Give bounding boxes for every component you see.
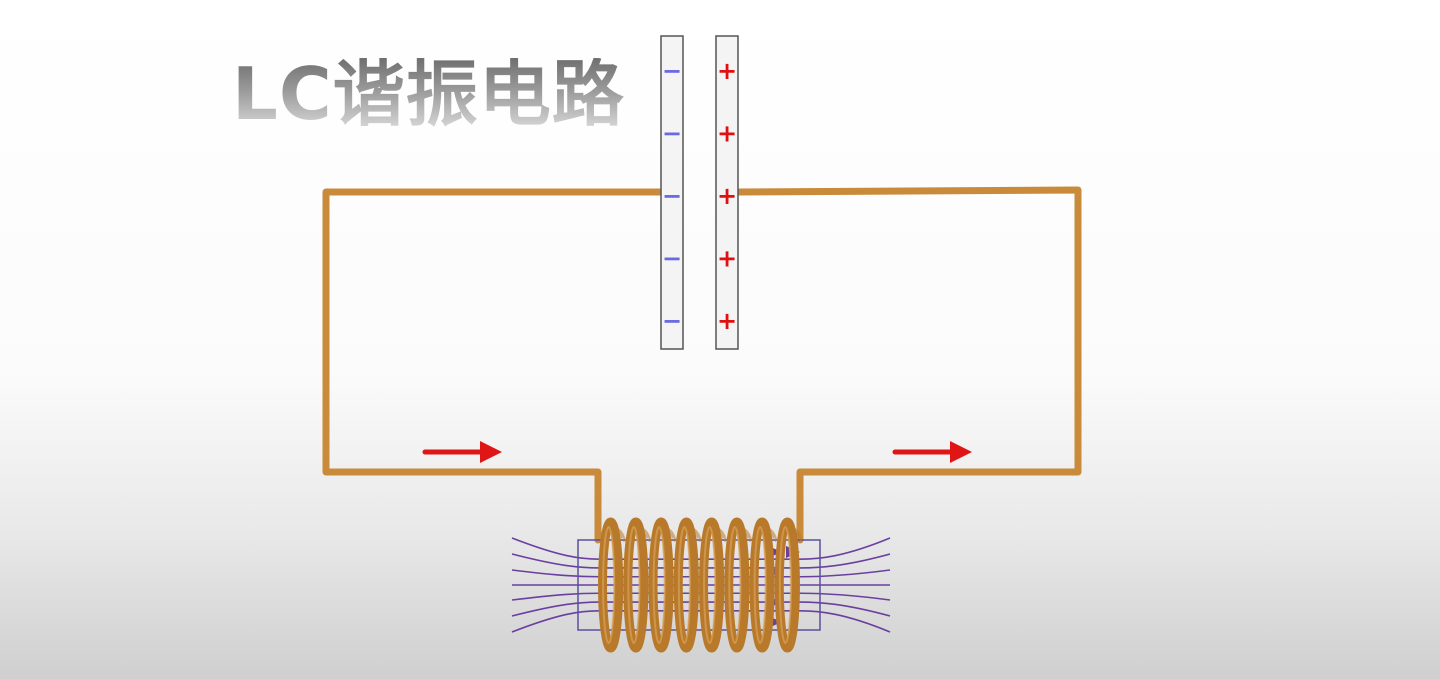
negative-charge: − (662, 120, 682, 148)
positive-charge: + (717, 245, 737, 273)
negative-charge: − (662, 57, 682, 85)
current-arrows (422, 441, 972, 463)
coil-turn-highlight (753, 526, 767, 644)
current-arrow-icon (892, 441, 972, 463)
coil-turn-highlight (703, 526, 717, 644)
negative-charge: − (662, 182, 682, 210)
coil-turn-highlight (652, 526, 666, 644)
coil-turn-highlight (602, 526, 616, 644)
capacitor-plate-positive (715, 35, 739, 350)
positive-charge: + (717, 307, 737, 335)
inductor-coil (598, 517, 800, 653)
coil-turn-highlight (627, 526, 641, 644)
coil-turn-highlight (728, 526, 742, 644)
positive-charge: + (717, 120, 737, 148)
diagram-title: LC谐振电路 (232, 52, 625, 136)
positive-charge: + (717, 57, 737, 85)
positive-charges: + + + + + (717, 57, 737, 335)
circuit-wire (322, 186, 1082, 544)
coil-turn-highlight (778, 526, 792, 644)
current-arrow-icon (422, 441, 502, 463)
negative-charges: − − − − − (662, 57, 682, 335)
capacitor-plate-negative (660, 35, 684, 350)
positive-charge: + (717, 182, 737, 210)
coil-turn-highlight (677, 526, 691, 644)
negative-charge: − (662, 307, 682, 335)
negative-charge: − (662, 245, 682, 273)
